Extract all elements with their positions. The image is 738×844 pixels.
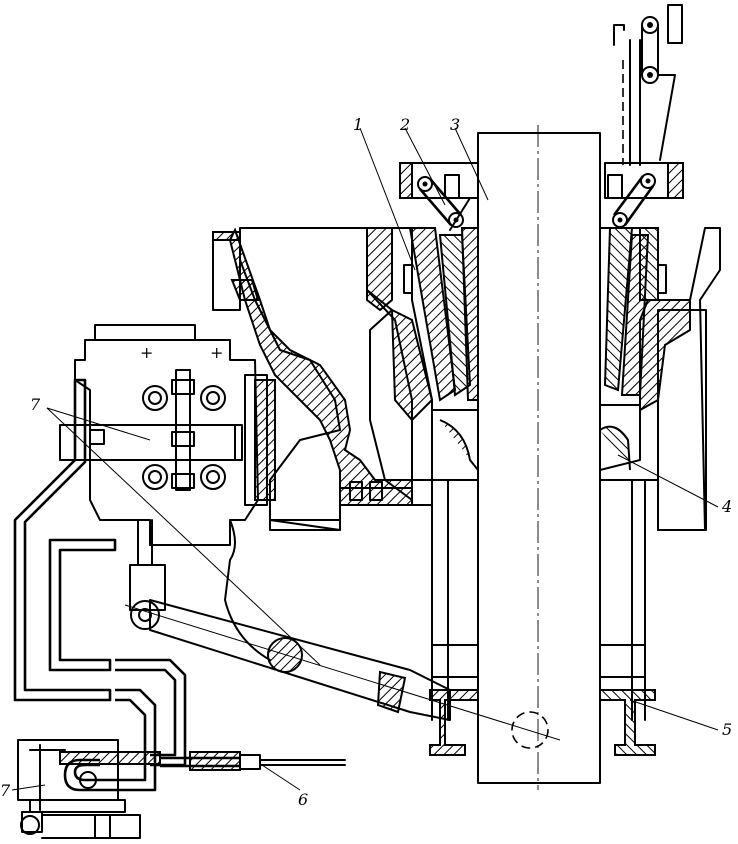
bottom-valve-assembly [17, 739, 346, 839]
label-1: 1 [353, 115, 363, 134]
lower-guides [429, 479, 656, 756]
top-cap-assembly [399, 4, 684, 231]
main-shaft [477, 125, 601, 790]
right-housing [599, 227, 721, 531]
plus-mark: + [210, 343, 223, 362]
reference-labels: 1 2 3 4 5 6 7 7 [0, 115, 732, 809]
label-3: 3 [450, 115, 460, 134]
lever-arm [124, 519, 561, 741]
plus-mark: + [140, 343, 153, 362]
label-7-bottom: 7 [0, 781, 11, 800]
label-6: 6 [298, 790, 308, 809]
label-4: 4 [721, 497, 732, 516]
left-housing [366, 227, 479, 501]
left-mechanism: + + [59, 324, 276, 661]
pipe-loop [13, 378, 187, 792]
central-hopper [212, 227, 433, 531]
label-5: 5 [722, 720, 732, 739]
label-2: 2 [399, 115, 410, 134]
label-7-top: 7 [30, 395, 41, 414]
